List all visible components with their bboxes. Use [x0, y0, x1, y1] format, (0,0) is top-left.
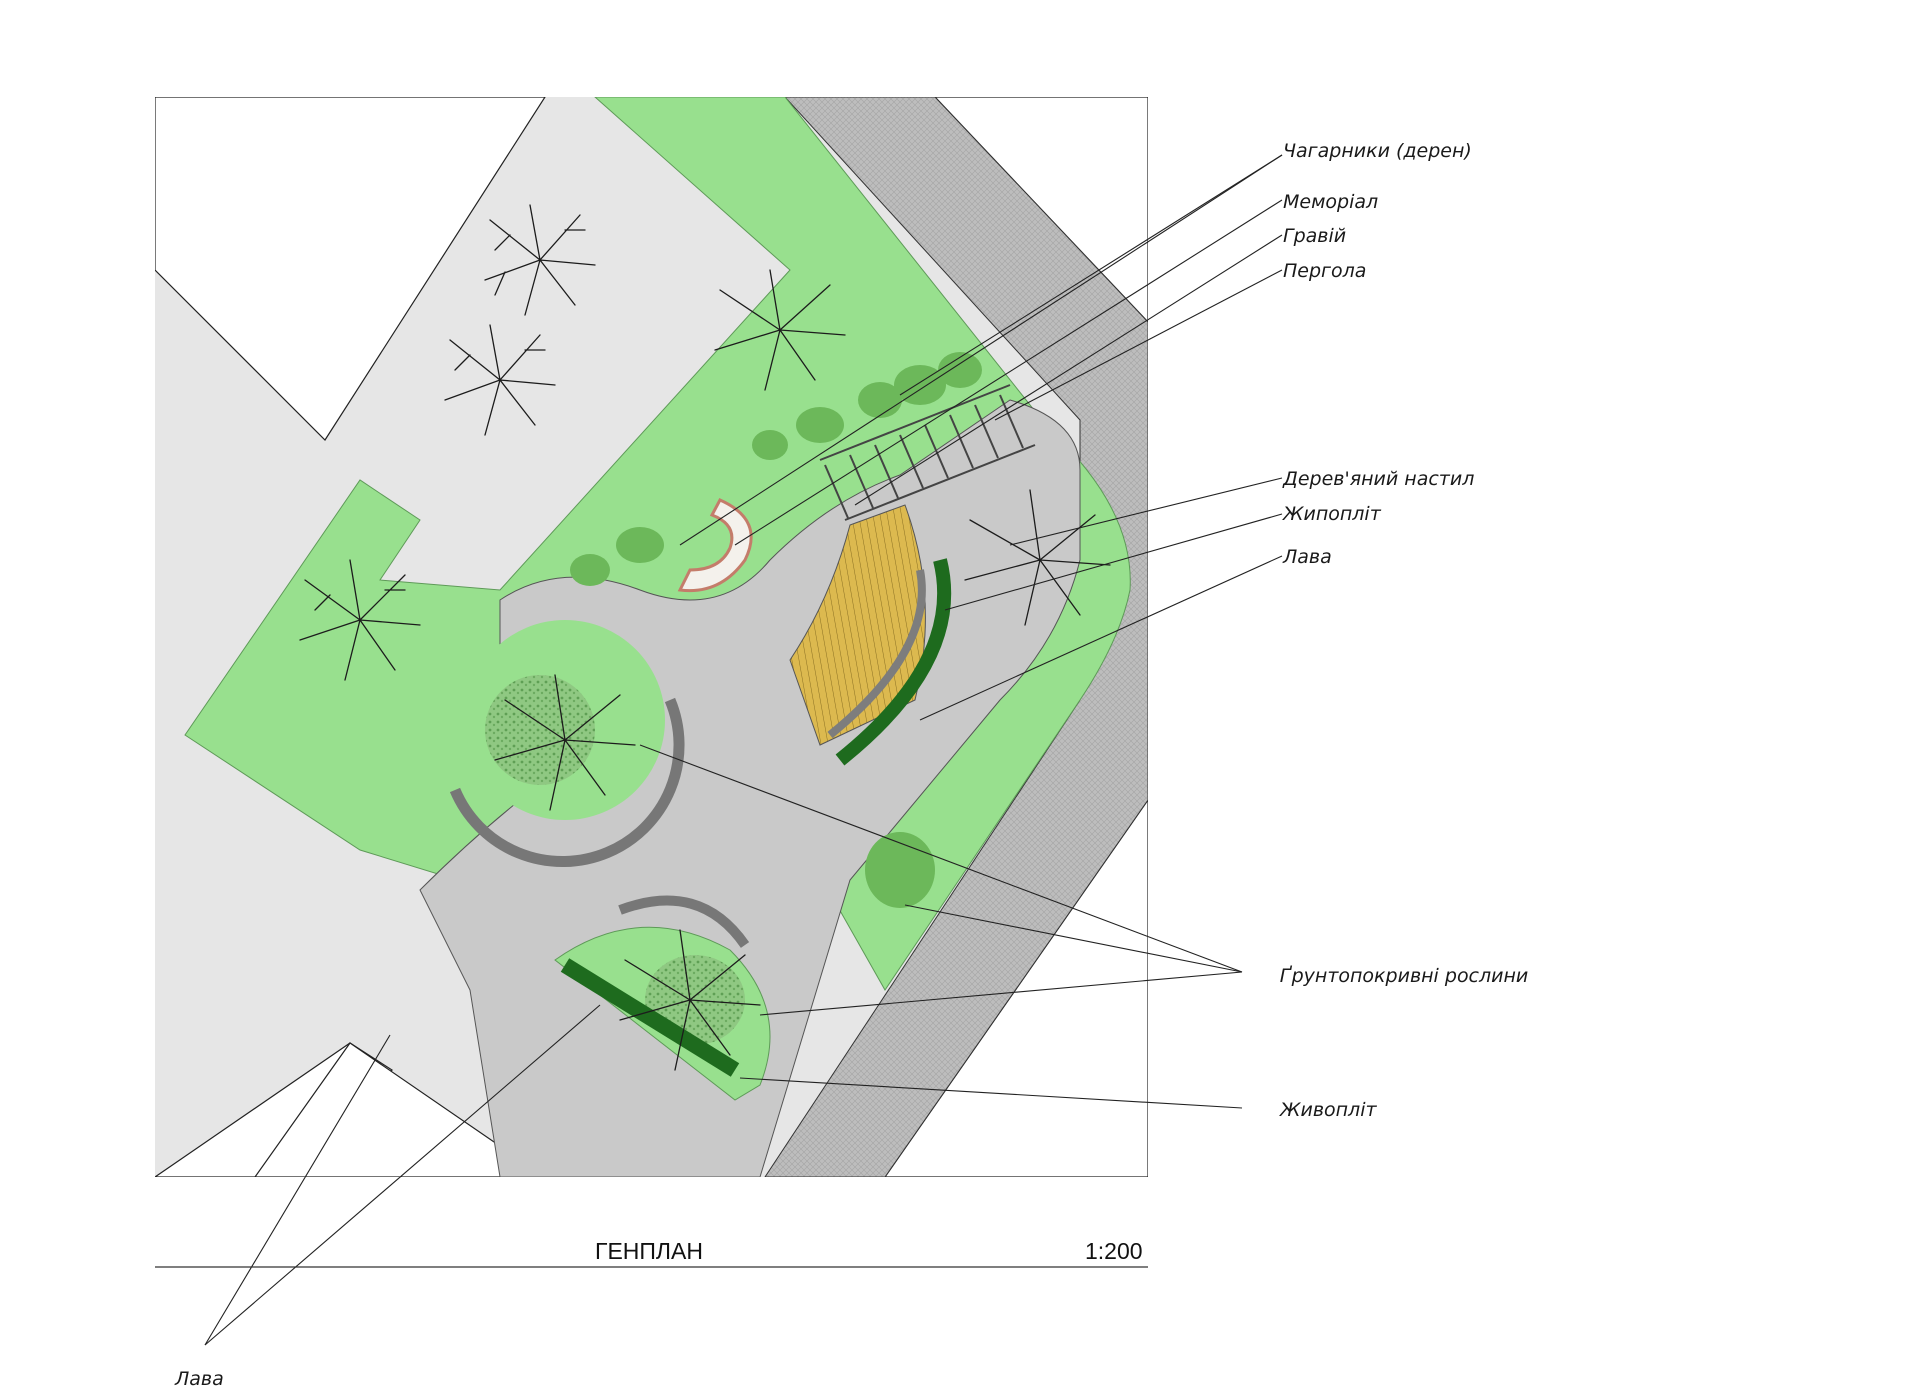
- hedge-right: [835, 558, 952, 766]
- tree: [484, 204, 596, 316]
- label-ground-cover: Ґрунтопокривні рослини: [1280, 964, 1528, 987]
- label-memorial: Меморіал: [1283, 191, 1378, 213]
- trees: [299, 204, 1111, 1071]
- tree: [714, 269, 846, 391]
- shrub: [752, 430, 788, 460]
- building-top-left: [155, 97, 546, 441]
- label-shrubs: Чагарники (дерен): [1283, 140, 1472, 162]
- label-hedge-right: Жипопліт: [1282, 503, 1382, 525]
- tree: [494, 674, 636, 811]
- shrub: [865, 832, 935, 908]
- label-pergola: Пергола: [1283, 260, 1366, 282]
- labels: Чагарники (дерен) Меморіал Гравій Пергол…: [174, 140, 1528, 1390]
- groundcover-left: [485, 675, 595, 785]
- building-bottom-left-2: [254, 1042, 547, 1177]
- leader-lines: [204, 154, 1283, 1346]
- deck-surface: [789, 504, 926, 746]
- label-bench-right: Лава: [1282, 546, 1332, 568]
- tree: [299, 559, 421, 681]
- shrub: [616, 527, 664, 563]
- pergola: [819, 384, 1036, 521]
- tree: [964, 489, 1111, 626]
- drawing-scale: 1:200: [1085, 1238, 1143, 1264]
- shrub: [858, 382, 902, 418]
- shrub: [938, 352, 982, 388]
- shrubs: [570, 352, 982, 908]
- label-hedge-bottom: Живопліт: [1279, 1099, 1377, 1121]
- label-wooden-deck: Дерев'яний настил: [1282, 468, 1474, 490]
- tree: [444, 324, 556, 436]
- planter-bottom-border: [618, 895, 750, 948]
- planter-left: [449, 620, 685, 868]
- shrub: [570, 554, 610, 586]
- hedge-bottom: [560, 958, 740, 1077]
- planter-left-border: [449, 697, 685, 868]
- label-gravel: Гравій: [1283, 225, 1346, 247]
- bench-right: [827, 569, 926, 739]
- wooden-deck: [789, 504, 952, 766]
- shrub: [796, 407, 844, 443]
- title-block: ГЕНПЛАН 1:200: [155, 1238, 1148, 1268]
- tree: [619, 929, 761, 1071]
- shrub: [894, 365, 946, 405]
- drawing-title: ГЕНПЛАН: [595, 1238, 703, 1264]
- label-bench-bottom: Лава: [174, 1368, 224, 1390]
